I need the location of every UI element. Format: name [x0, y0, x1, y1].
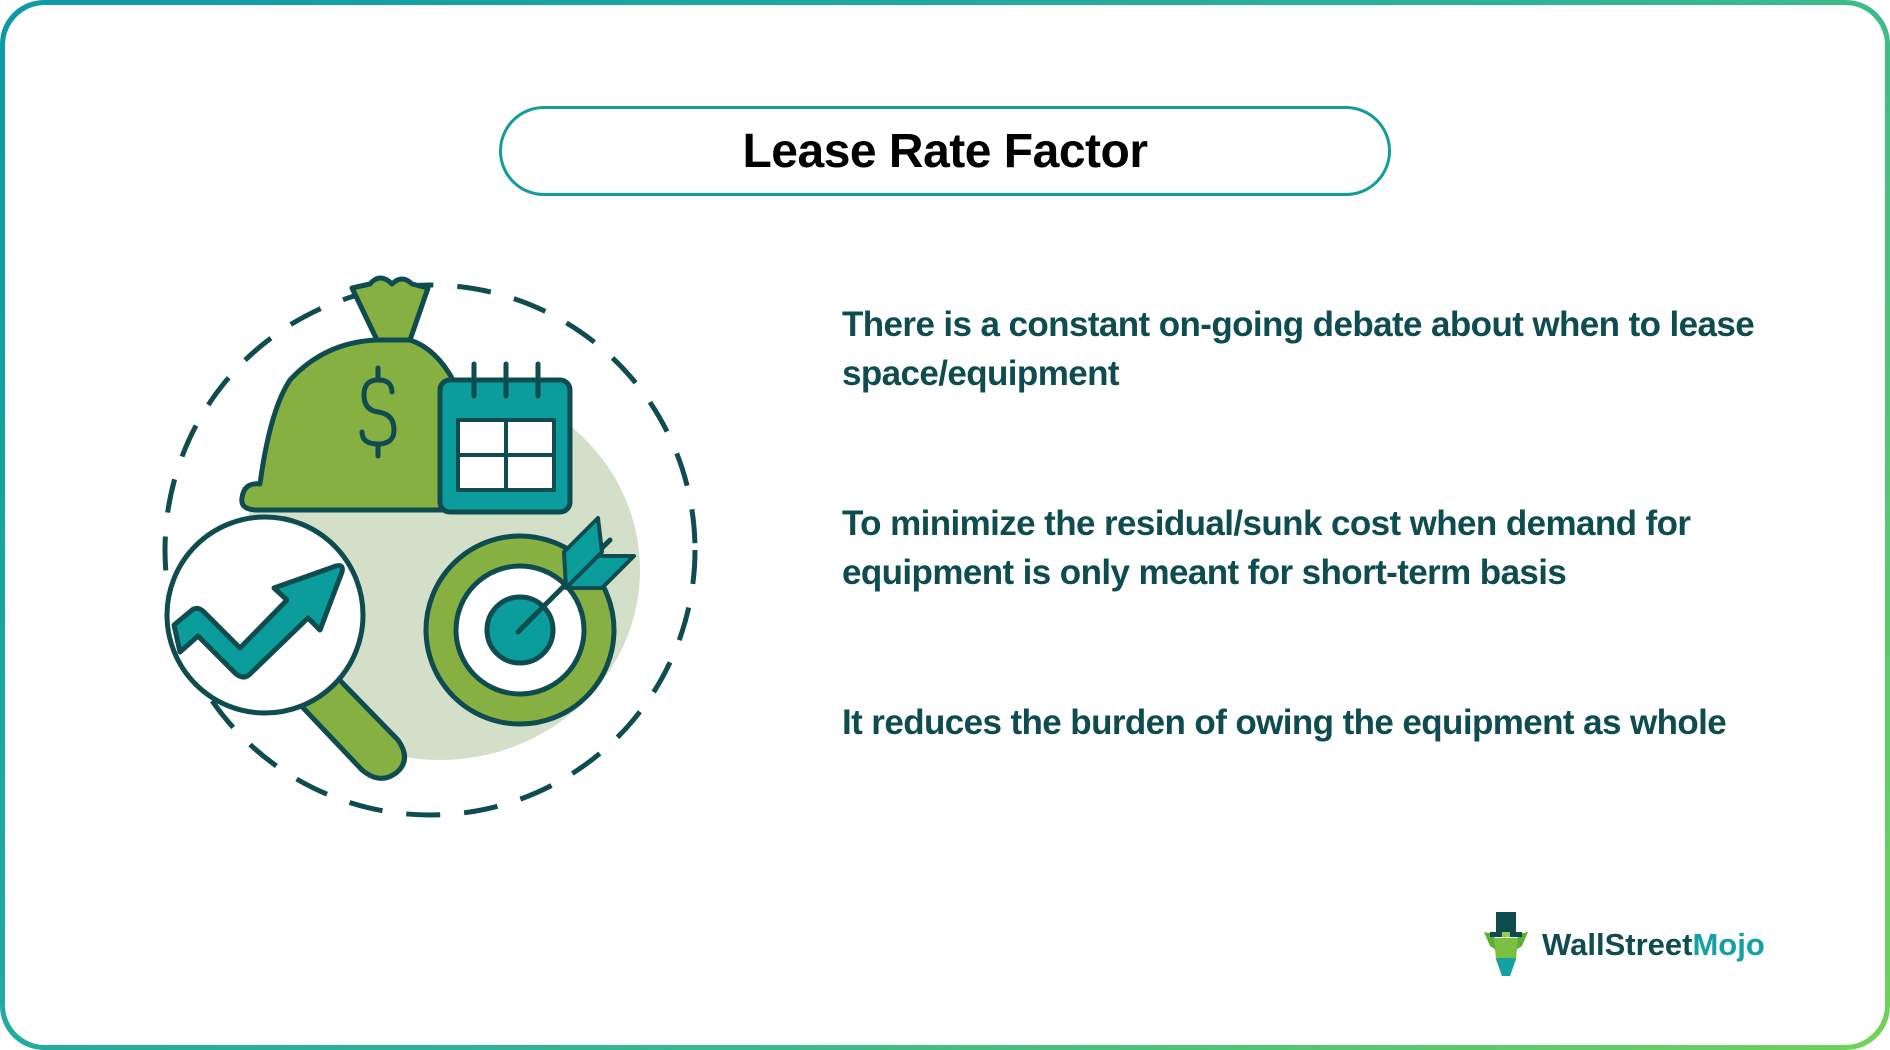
point-1: There is a constant on-going debate abou…: [842, 305, 1755, 393]
point-3: It reduces the burden of owing the equip…: [842, 703, 1727, 742]
page-title: Lease Rate Factor: [742, 124, 1148, 178]
dashed-circle: [162, 282, 698, 818]
title-pill: Lease Rate Factor: [499, 106, 1391, 196]
money-bag-icon: [239, 275, 473, 513]
target-icon: [423, 516, 636, 727]
arrow-dart-icon: [515, 516, 636, 635]
bull-mascot-icon: [1484, 912, 1528, 976]
wallstreetmojo-logo: WallStreetMojo: [1480, 908, 1765, 982]
calendar-icon: [437, 361, 573, 515]
dollar-sign-icon: [359, 365, 397, 459]
trend-up-arrow-icon: [171, 563, 345, 680]
illustration: [140, 270, 720, 850]
point-2: To minimize the residual/sunk cost when …: [842, 504, 1691, 592]
logo-text: WallStreetMojo: [1542, 927, 1765, 962]
magnifier-icon: [164, 514, 407, 781]
